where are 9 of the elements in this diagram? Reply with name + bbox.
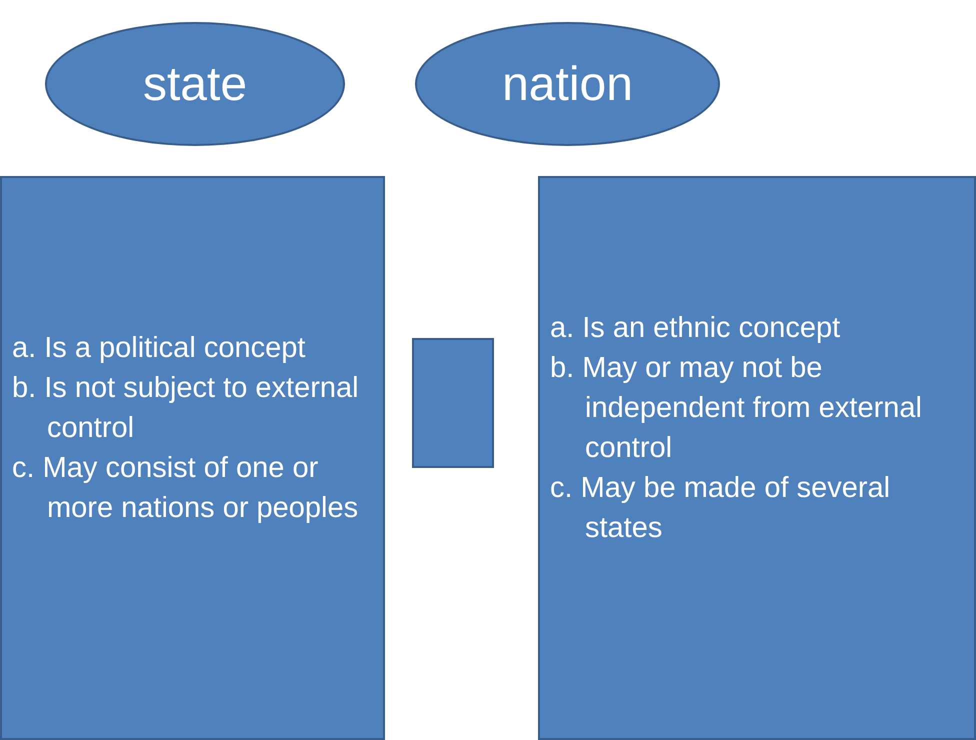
- oval-title: state: [142, 56, 248, 112]
- list-item: a. Is a political concept: [12, 331, 306, 366]
- list-item: c. May be made of several states: [550, 471, 892, 546]
- list-item: c. May consist of one or more nations or peoples: [12, 451, 360, 526]
- text-box: [0, 176, 385, 740]
- text-box: [538, 176, 976, 740]
- oval-title: nation: [502, 56, 633, 112]
- list-item: a. Is an ethnic concept: [550, 311, 842, 346]
- empty-box: [412, 338, 494, 468]
